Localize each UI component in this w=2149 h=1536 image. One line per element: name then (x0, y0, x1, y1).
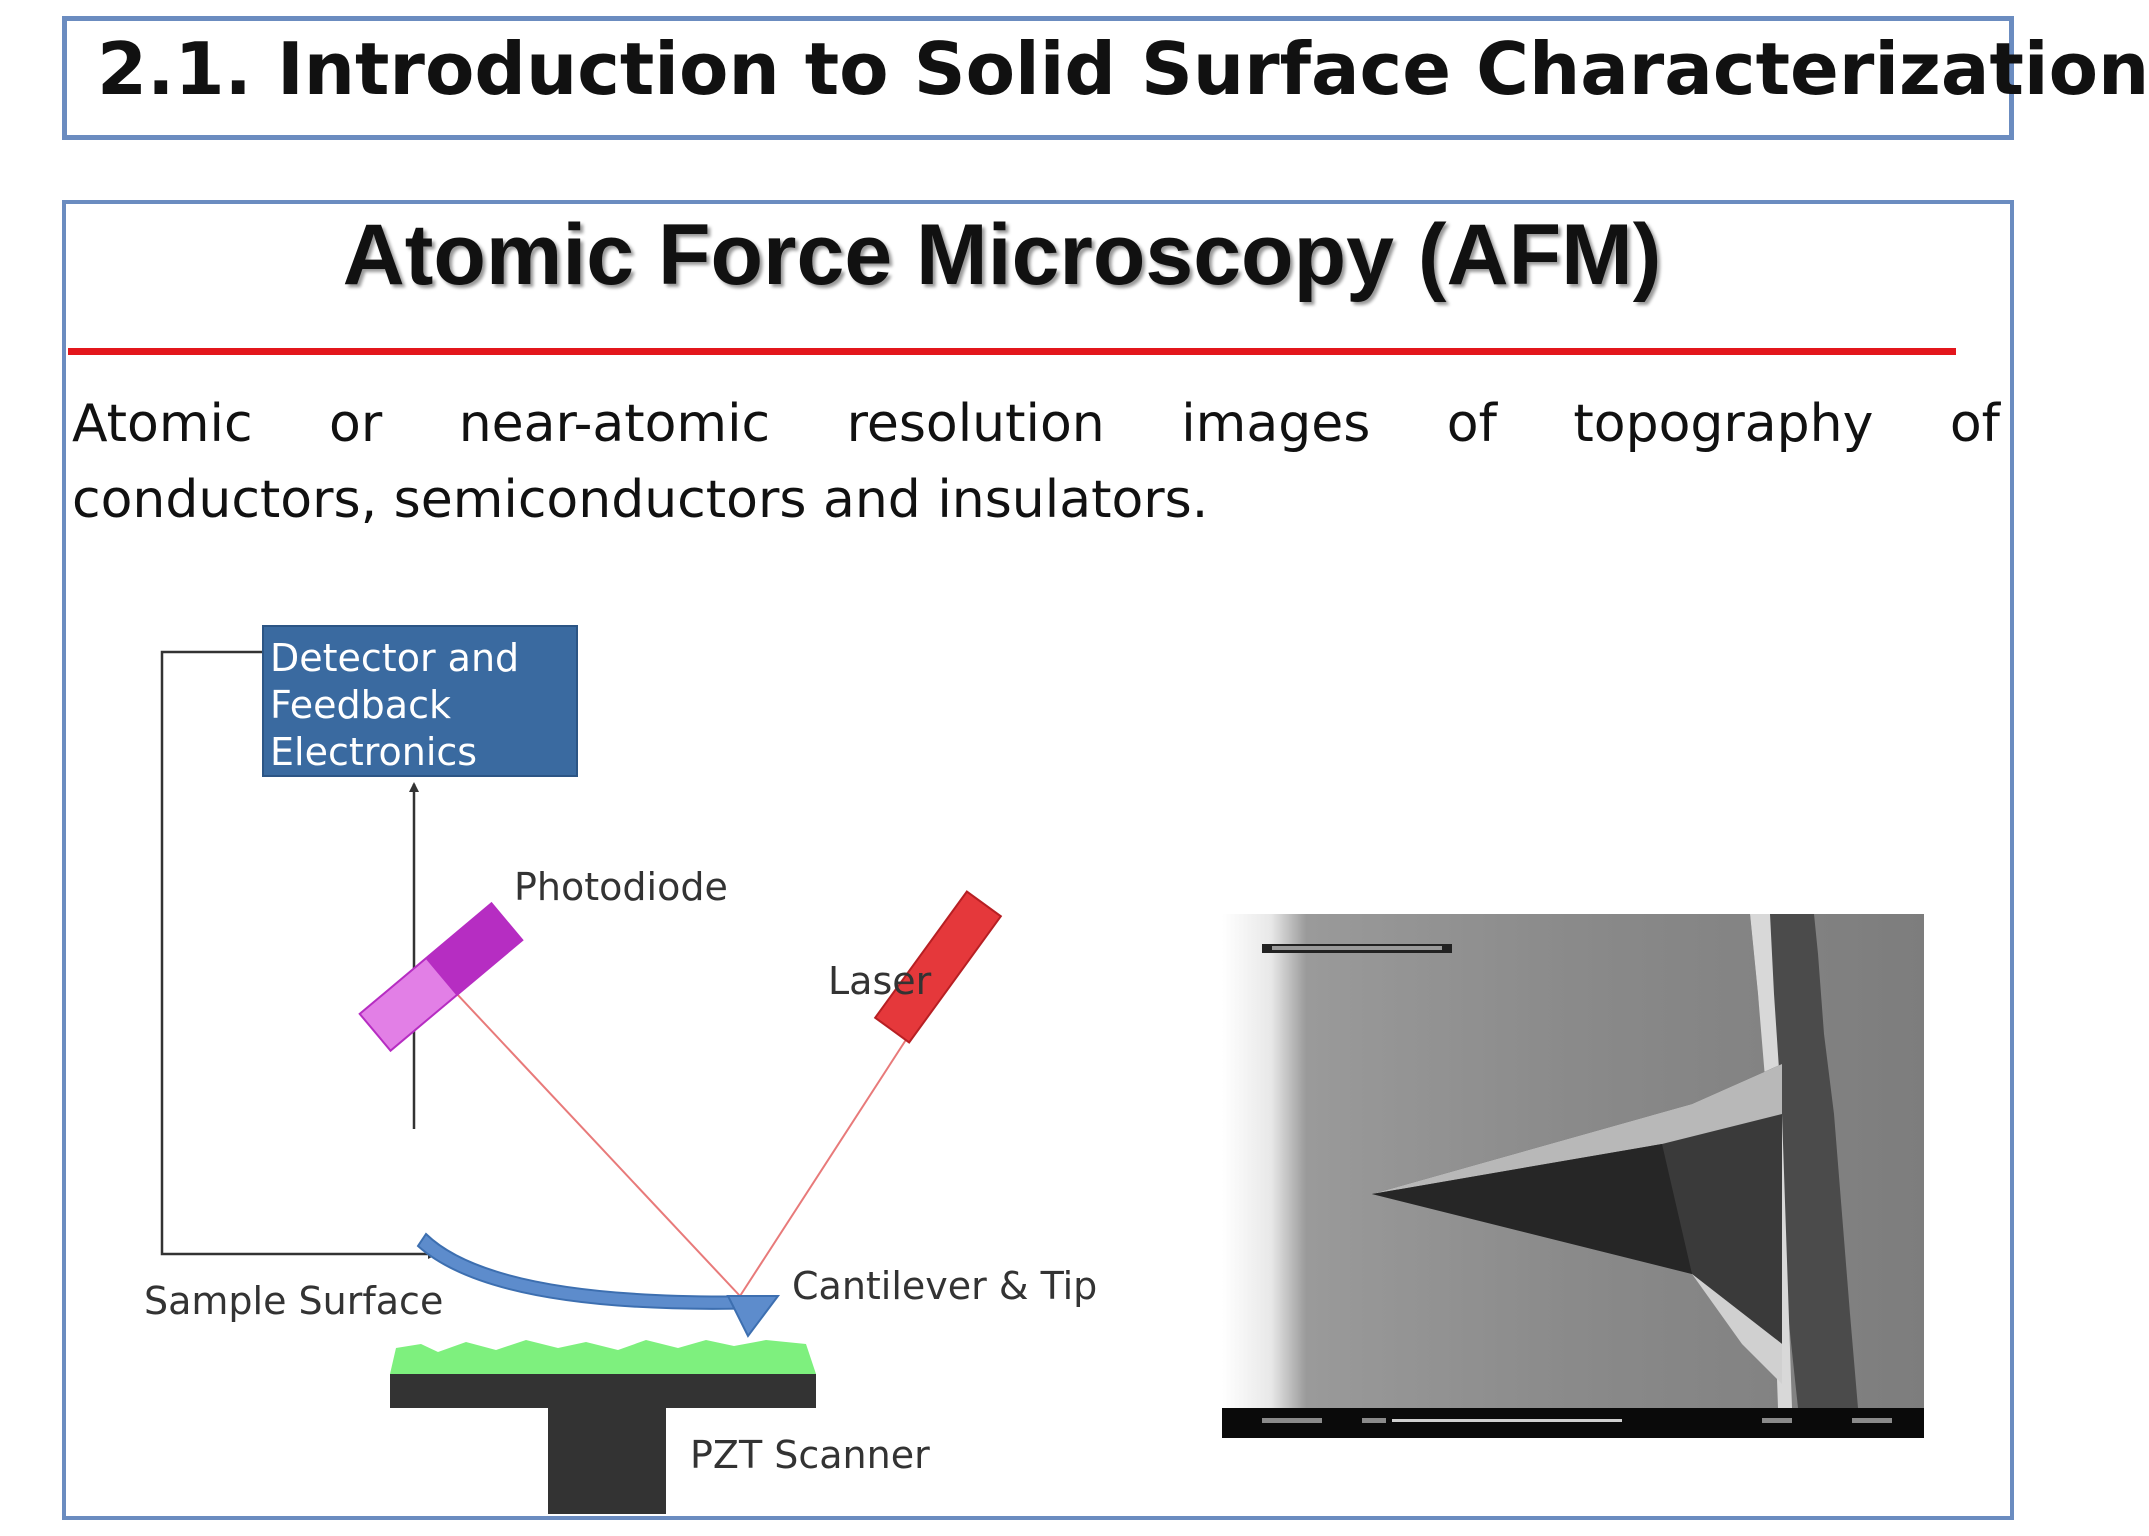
detector-label-line-1: Detector and (270, 636, 519, 680)
laser-label: Laser (828, 959, 932, 1003)
page-title: 2.1. Introduction to Solid Surface Chara… (97, 27, 2149, 111)
afm-schematic: Detector and Feedback Electronics Photod… (144, 625, 1097, 1514)
scanner-stem (548, 1408, 666, 1514)
cantilever-icon (416, 1232, 767, 1310)
sample-label: Sample Surface (144, 1279, 443, 1323)
laser-icon (873, 890, 1003, 1044)
tip-icon (726, 1295, 780, 1338)
incident-laser-beam (739, 1031, 912, 1297)
photodiode-label: Photodiode (514, 865, 728, 909)
slide-heading: Atomic Force Microscopy (AFM) (342, 207, 1662, 303)
red-divider (68, 348, 1956, 355)
reflected-laser-beam (440, 976, 741, 1297)
scanner-label: PZT Scanner (690, 1433, 930, 1477)
cantilever-label: Cantilever & Tip (792, 1264, 1097, 1308)
slide-panel: Atomic Force Microscopy (AFM) Atomic or … (62, 200, 2014, 1520)
detector-label-line-2: Feedback (270, 683, 451, 727)
description-line-1: Atomic or near-atomic resolution images … (72, 394, 2000, 454)
detector-box (262, 625, 578, 777)
description-line-2: conductors, semiconductors and insulator… (72, 470, 1209, 530)
scanner-plate (390, 1374, 816, 1408)
sem-micrograph-of-afm-tip (1222, 914, 1924, 1438)
title-box: 2.1. Introduction to Solid Surface Chara… (62, 16, 2149, 140)
photodiode-icon (358, 901, 524, 1053)
detector-label-line-3: Electronics (270, 730, 477, 774)
feedback-loop-line (160, 650, 438, 1259)
sample-surface (390, 1340, 816, 1374)
